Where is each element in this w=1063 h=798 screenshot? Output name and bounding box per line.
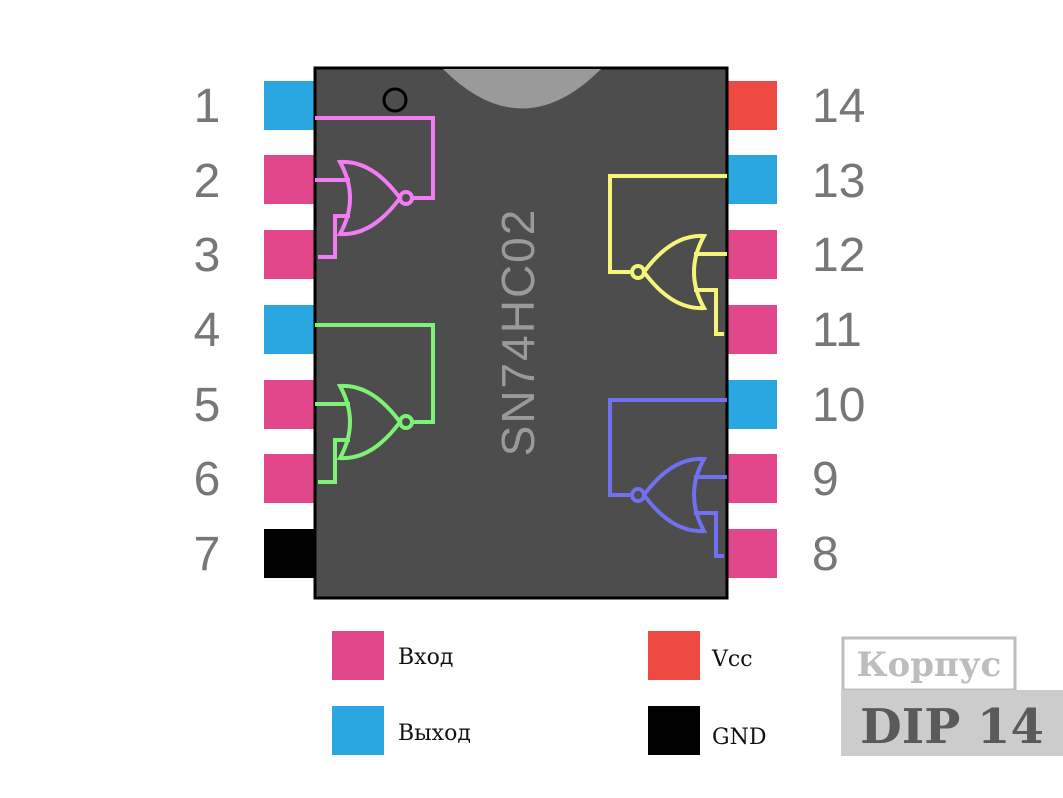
pin-11-number: 11 [812, 304, 862, 357]
package-title: Корпус [857, 645, 1002, 685]
pin-9 [727, 454, 777, 503]
pin-5 [264, 380, 316, 429]
legend-input-swatch [332, 631, 384, 680]
nor-gate-1 [315, 116, 435, 259]
pin-13 [727, 155, 777, 204]
legend-output-label: Выход [398, 721, 471, 746]
pin-14 [727, 81, 777, 130]
legend-input-label: Вход [398, 645, 453, 670]
pin-6 [264, 454, 316, 503]
pin-4-number: 4 [194, 304, 221, 357]
pin-12 [727, 230, 777, 279]
pin-13-number: 13 [812, 155, 865, 208]
pin-6-number: 6 [194, 453, 221, 506]
pin1-marker [382, 87, 408, 113]
right-pins [727, 81, 777, 578]
pin-7 [264, 529, 316, 578]
chip-label: SN74HC02 [492, 208, 544, 457]
pin-14-number: 14 [812, 80, 865, 133]
pin-numbers: 1 2 3 4 5 6 7 8 9 10 11 12 13 14 [194, 80, 866, 581]
pin-2-number: 2 [194, 155, 221, 208]
package-title-box [841, 636, 1017, 692]
legend-output-swatch [332, 706, 384, 755]
pin-10 [727, 380, 777, 429]
legend: Вход Выход Vcc GND [332, 631, 766, 755]
legend-vcc-swatch [648, 631, 700, 680]
pin-1 [264, 81, 316, 130]
legend-gnd-swatch [648, 706, 700, 755]
pin-7-number: 7 [194, 528, 221, 581]
pin-12-number: 12 [812, 229, 865, 282]
pin-10-number: 10 [812, 379, 865, 432]
nor-gate-4 [608, 398, 727, 558]
package-name-box [841, 690, 1063, 756]
nor-gate-2 [315, 323, 435, 484]
pin-4 [264, 305, 316, 354]
legend-vcc-label: Vcc [711, 647, 753, 672]
pin-8-number: 8 [812, 528, 839, 581]
chip-notch [443, 69, 601, 109]
legend-gnd-label: GND [712, 725, 766, 750]
pin-3-number: 3 [194, 229, 221, 282]
package-badge: Корпус DIP 14 [841, 636, 1063, 756]
left-pins [264, 81, 316, 578]
pin-8 [727, 529, 777, 578]
pin-3 [264, 230, 316, 279]
pin-9-number: 9 [812, 453, 839, 506]
nor-gate-3 [608, 174, 727, 336]
pin-5-number: 5 [194, 379, 221, 432]
pin-11 [727, 305, 777, 354]
pin-2 [264, 155, 316, 204]
pin-1-number: 1 [194, 80, 221, 133]
package-name: DIP 14 [860, 699, 1044, 755]
